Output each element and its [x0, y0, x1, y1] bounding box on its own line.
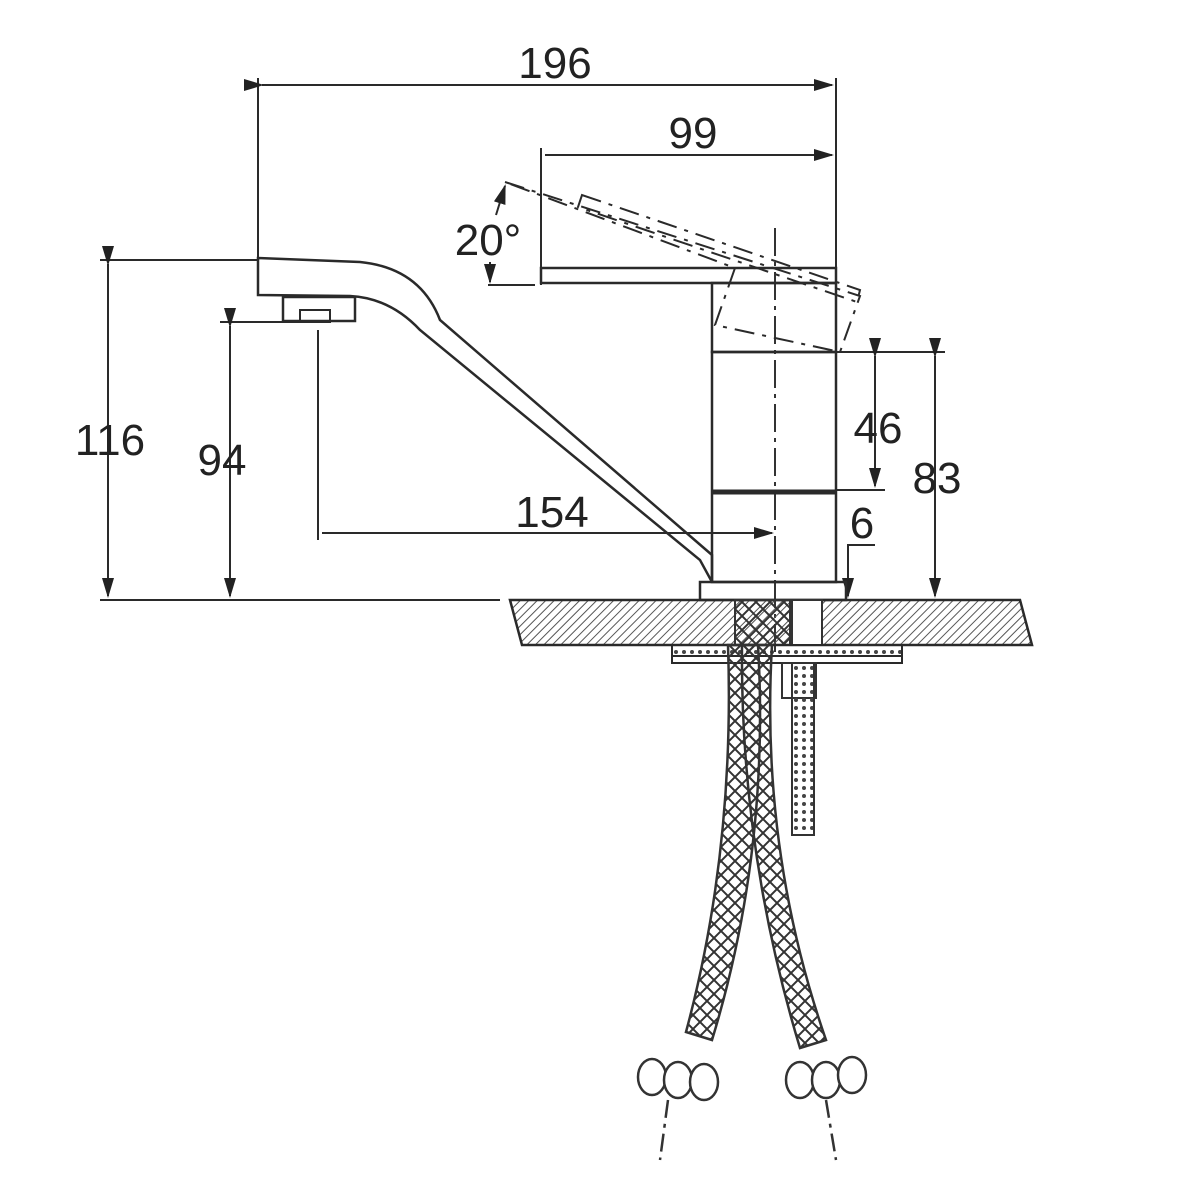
dim-label-spout-height: 94	[198, 436, 247, 485]
dim-line-6	[842, 544, 875, 598]
extension-lines	[100, 78, 945, 601]
lever-open-position	[504, 181, 862, 354]
dim-label-overall-height: 116	[75, 416, 145, 465]
dim-label-lever-angle: 20°	[455, 216, 522, 265]
mounting-plate	[671, 655, 903, 664]
hose-fitting-left	[636, 1057, 720, 1161]
hose-passage	[734, 599, 791, 646]
dim-label-overall-length: 196	[518, 39, 591, 88]
lever-handle	[539, 266, 838, 285]
faucet-base	[698, 580, 848, 602]
dim-line-20-upper	[493, 184, 506, 216]
dim-label-spout-reach: 154	[515, 488, 588, 537]
dim-label-base-thickness: 6	[850, 499, 874, 548]
dim-label-body-height: 83	[913, 454, 962, 503]
dim-label-body-band: 46	[854, 404, 903, 453]
flexible-hose-right	[740, 643, 828, 1050]
dim-label-lever-length: 99	[669, 109, 718, 158]
mounting-gasket	[671, 644, 903, 657]
threaded-stud	[791, 662, 815, 836]
stud-passage	[791, 599, 823, 646]
hose-fitting-right	[784, 1055, 868, 1161]
aerator-tip	[299, 309, 331, 323]
dimension-lines	[102, 79, 941, 598]
